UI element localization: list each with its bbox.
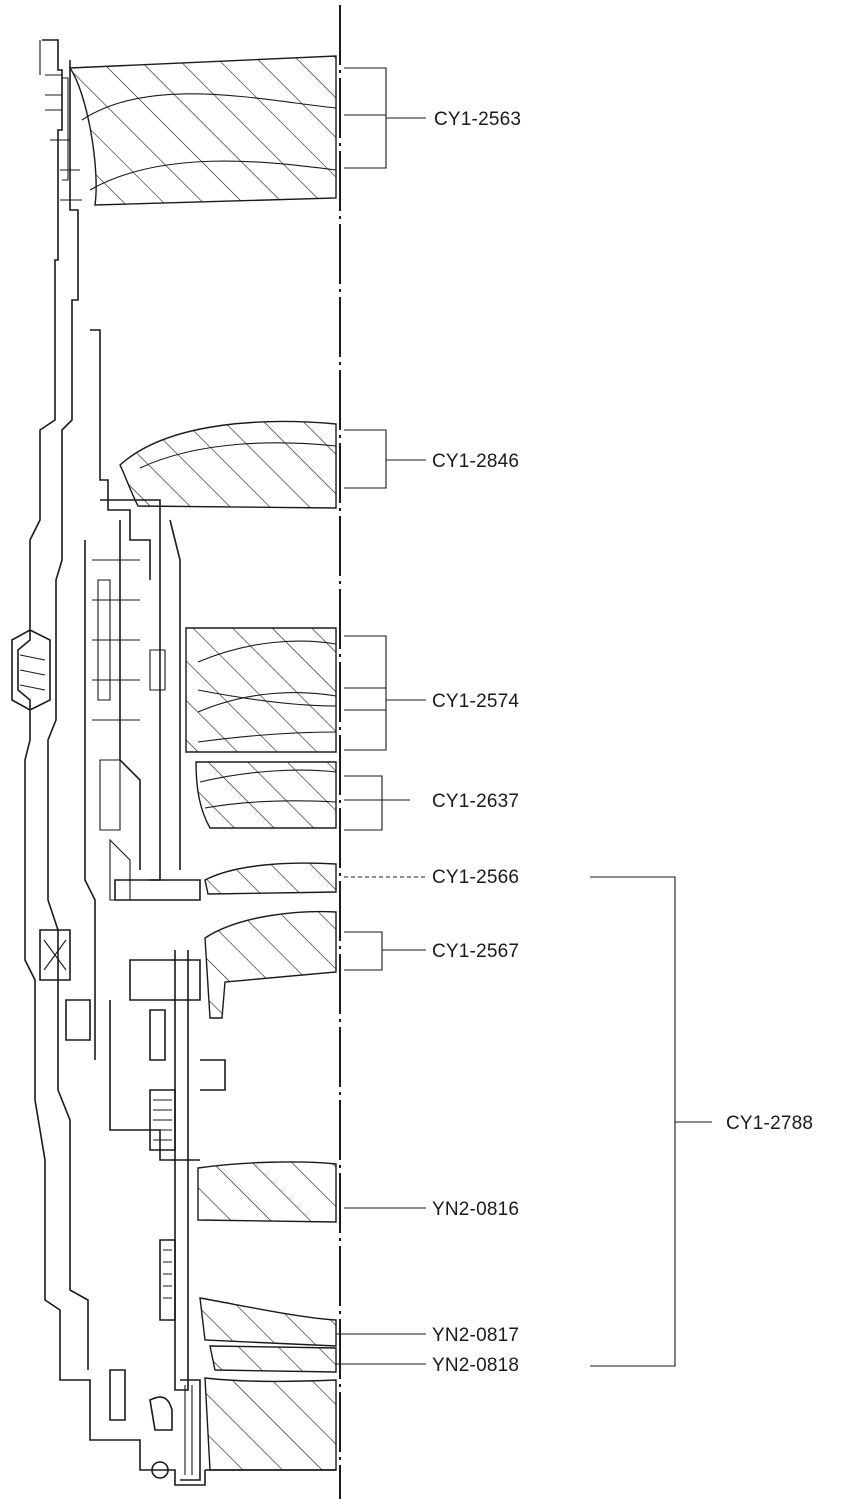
part-label-cy1-2563: CY1-2563 — [434, 109, 521, 130]
lens-element-cy1-2574 — [185, 627, 337, 753]
part-label-cy1-2574: CY1-2574 — [432, 691, 519, 712]
lens-element-yn2-0817 — [199, 1297, 337, 1347]
lens-element-cy1-2637 — [195, 761, 337, 829]
part-label-yn2-0818: YN2-0818 — [432, 1355, 519, 1376]
lens-barrel-mechanism — [11, 39, 226, 1486]
part-label-cy1-2788: CY1-2788 — [726, 1113, 813, 1134]
part-label-cy1-2637: CY1-2637 — [432, 791, 519, 812]
part-label-yn2-0817: YN2-0817 — [432, 1325, 519, 1346]
part-label-cy1-2567: CY1-2567 — [432, 941, 519, 962]
lens-element-cy1-2567 — [204, 910, 337, 1019]
lens-element-cy1-2563 — [68, 55, 337, 206]
part-label-cy1-2566: CY1-2566 — [432, 867, 519, 888]
lens-element-yn2-0818 — [209, 1345, 337, 1373]
part-label-yn2-0816: YN2-0816 — [432, 1199, 519, 1220]
lens-element-cy1-2566 — [204, 862, 337, 895]
lens-element-yn2-0816 — [197, 1161, 337, 1223]
lens-element-cy1-2846 — [119, 420, 337, 509]
lens-element-rear — [204, 1377, 337, 1471]
part-label-cy1-2846: CY1-2846 — [432, 451, 519, 472]
callout-leaders — [336, 67, 712, 1367]
